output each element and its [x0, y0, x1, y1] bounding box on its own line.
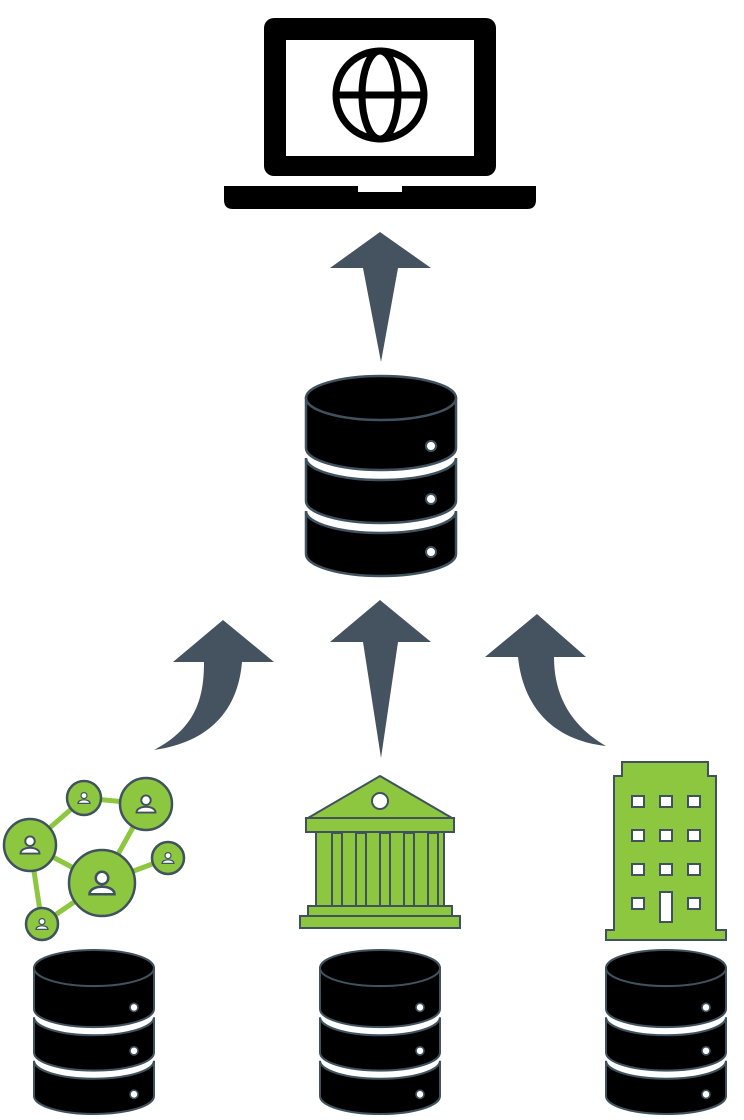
source-database-left [32, 948, 156, 1116]
central-database-icon [304, 374, 458, 578]
laptop-base [224, 186, 536, 209]
arrow-left-to-central [154, 620, 274, 750]
laptop-globe-icon [224, 18, 536, 209]
arrow-middle-to-central [330, 600, 431, 758]
source-database-right [604, 948, 728, 1116]
social-network-icon [2, 776, 186, 942]
globe-icon [332, 47, 428, 143]
arrow-up-to-laptop [330, 232, 431, 362]
office-building-icon [605, 761, 727, 941]
source-database-middle [318, 948, 442, 1116]
arrow-right-to-central [485, 614, 606, 746]
government-building-icon [299, 774, 461, 929]
